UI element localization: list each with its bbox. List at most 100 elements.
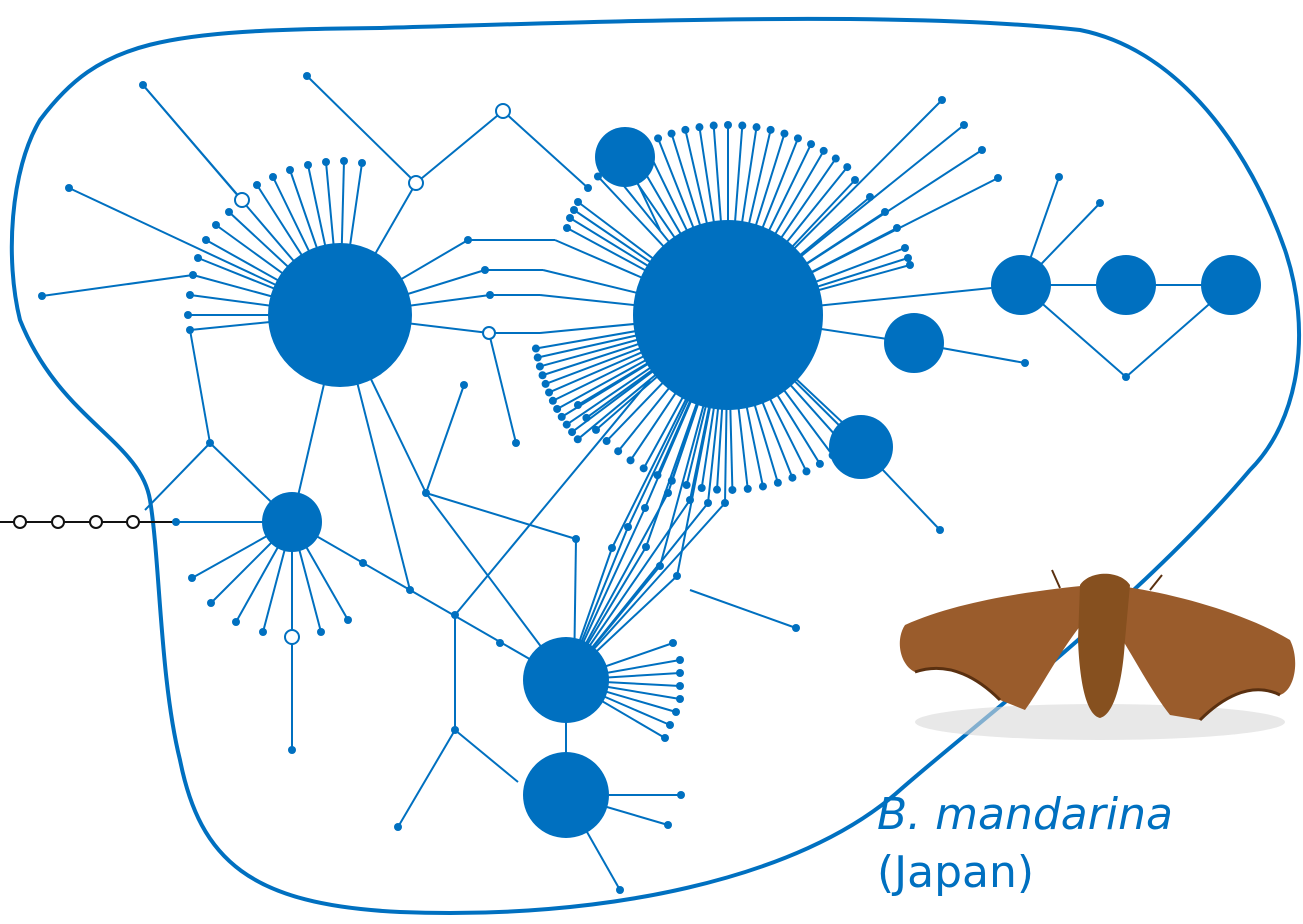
- haplotype-node: [38, 292, 46, 300]
- haplotype-node: [553, 404, 562, 413]
- haplotype-node: [677, 791, 685, 799]
- haplotype-node: [538, 371, 547, 380]
- haplotype-node: [1201, 255, 1261, 315]
- haplotype-node: [721, 499, 729, 507]
- haplotype-node: [843, 163, 852, 172]
- haplotype-node: [593, 172, 602, 181]
- haplotype-node: [548, 396, 557, 405]
- haplotype-node: [451, 611, 459, 619]
- haplotype-node: [802, 467, 811, 476]
- network-edge: [425, 492, 577, 540]
- haplotype-node: [704, 499, 712, 507]
- haplotype-node: [194, 254, 202, 262]
- haplotype-node: [259, 628, 267, 636]
- network-edge: [454, 379, 651, 616]
- haplotype-node: [713, 485, 722, 494]
- moth-photo: [899, 569, 1296, 740]
- haplotype-node: [566, 214, 574, 222]
- haplotype-node: [653, 471, 662, 480]
- haplotype-node: [743, 484, 752, 493]
- haplotype-node: [139, 81, 147, 89]
- haplotype-node: [189, 271, 197, 279]
- haplotype-node: [1096, 255, 1156, 315]
- haplotype-node: [212, 221, 220, 229]
- network-edge: [689, 589, 797, 629]
- haplotype-node: [608, 544, 616, 552]
- haplotype-node: [460, 381, 468, 389]
- haplotype-node: [807, 140, 816, 149]
- median-vector: [495, 103, 511, 119]
- median-vector: [234, 192, 250, 208]
- haplotype-node: [486, 291, 494, 299]
- haplotype-node: [936, 526, 944, 534]
- haplotype-node: [65, 184, 73, 192]
- haplotype-node: [322, 158, 330, 166]
- haplotype-node: [666, 721, 674, 729]
- haplotype-node: [639, 464, 648, 473]
- haplotype-node: [676, 656, 684, 664]
- haplotype-node: [788, 473, 797, 482]
- haplotype-node: [654, 134, 663, 143]
- haplotype-node: [904, 254, 912, 262]
- haplotype-node: [1055, 173, 1063, 181]
- haplotype-node: [232, 618, 240, 626]
- haplotype-node: [584, 184, 592, 192]
- haplotype-node: [667, 476, 676, 485]
- haplotype-node: [481, 266, 489, 274]
- haplotype-node: [1096, 199, 1104, 207]
- network-edge: [142, 84, 243, 201]
- haplotype-node: [451, 726, 459, 734]
- haplotype-node: [851, 176, 859, 184]
- haplotype-node: [225, 208, 233, 216]
- haplotype-node: [207, 599, 215, 607]
- haplotype-node: [661, 734, 669, 742]
- species-name: B. mandarina: [877, 789, 1173, 840]
- haplotype-node: [676, 669, 684, 677]
- haplotype-node: [724, 121, 732, 129]
- haplotype-node: [359, 559, 367, 567]
- haplotype-node: [893, 224, 901, 232]
- haplotype-node: [697, 484, 706, 493]
- population-boundary: [9, 16, 1301, 915]
- haplotype-node: [186, 291, 194, 299]
- haplotype-node: [614, 447, 623, 456]
- haplotype-node: [738, 121, 747, 130]
- haplotype-node: [831, 154, 840, 163]
- haplotype-node: [422, 489, 430, 497]
- haplotype-node: [535, 362, 544, 371]
- haplotype-node: [695, 123, 704, 132]
- haplotype-node: [758, 482, 767, 491]
- network-edge: [488, 332, 517, 444]
- network-edges: [41, 75, 1232, 891]
- haplotype-node: [978, 146, 986, 154]
- haplotype-hub: [523, 752, 609, 838]
- outgroup-node: [126, 515, 140, 529]
- network-nodes: [38, 72, 1261, 894]
- haplotype-node: [884, 313, 944, 373]
- network-edge: [41, 274, 194, 297]
- species-region: (Japan): [877, 847, 1035, 898]
- haplotype-node: [682, 481, 691, 490]
- haplotype-node: [676, 695, 684, 703]
- haplotype-node: [602, 437, 611, 446]
- median-vector: [284, 629, 300, 645]
- haplotype-node: [642, 543, 650, 551]
- haplotype-node: [669, 639, 677, 647]
- network-edge: [454, 729, 519, 783]
- haplotype-node: [562, 420, 571, 429]
- haplotype-node: [676, 682, 684, 690]
- haplotype-node: [531, 344, 540, 353]
- haplotype-node: [667, 129, 676, 138]
- haplotype-node: [304, 161, 312, 169]
- outgroup-chain: [0, 515, 176, 529]
- haplotype-node: [728, 485, 737, 494]
- haplotype-node: [595, 127, 655, 187]
- haplotype-node: [545, 388, 554, 397]
- haplotype-node: [286, 166, 294, 174]
- haplotype-node: [656, 562, 664, 570]
- median-vector: [482, 326, 496, 340]
- haplotype-node: [866, 193, 874, 201]
- haplotype-node: [358, 159, 366, 167]
- haplotype-node: [686, 496, 694, 504]
- haplotype-node: [533, 353, 542, 362]
